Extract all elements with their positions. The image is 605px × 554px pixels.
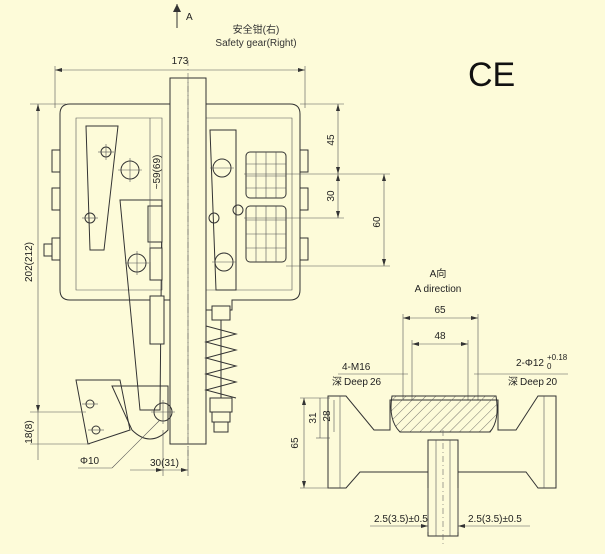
view-arrow-label: A	[186, 12, 193, 23]
thread-label: 4-M16	[342, 362, 371, 373]
a-view-body	[327, 395, 557, 546]
dim-18-label: 18(8)	[24, 420, 35, 443]
thread-depth-val: 26	[370, 377, 382, 388]
left-lever-arm	[75, 125, 169, 445]
title-cn: 安全钳(右)	[233, 23, 280, 36]
a-view-gap-dims: 2.5(3.5)±0.5 2.5(3.5)±0.5	[370, 488, 530, 532]
hole-depth-en: Deep	[520, 377, 544, 388]
a-view-title-cn: A向	[430, 267, 447, 280]
a-view-side-dims: 65 31 28	[290, 397, 335, 489]
a-view-top-dims: 65 48	[402, 305, 479, 400]
hole-tol-upper: +0.18	[547, 353, 568, 362]
a-view-hole-callout: 2-Φ12 +0.18 0 深 Deep 20	[474, 353, 568, 388]
dim-60-label: 60	[372, 216, 383, 228]
dim-30-label: 30	[326, 190, 337, 202]
view-arrow-a: A	[173, 4, 193, 28]
dim-18: 18(8)	[24, 412, 90, 460]
dim-30-31: 30(31)	[130, 430, 189, 476]
dim-overall-width: 173	[54, 56, 306, 108]
pivot-circles-left	[82, 144, 175, 435]
spring-assembly	[204, 305, 238, 433]
dim-202-label: 202(212)	[24, 242, 35, 282]
a-view-title-en: A direction	[415, 284, 462, 295]
a-dim-65-side-label: 65	[290, 437, 301, 449]
gap-left-label: 2.5(3.5)±0.5	[374, 514, 428, 525]
hole-depth-cn: 深	[508, 376, 518, 388]
right-wedge-block	[208, 129, 244, 291]
dim-202: 202(212)	[24, 103, 86, 413]
dim-30-31-label: 30(31)	[150, 458, 179, 469]
dim-173-label: 173	[172, 56, 189, 67]
ce-mark: CE	[468, 56, 515, 94]
dim-45-label: 45	[326, 134, 337, 146]
thread-depth-cn: 深	[332, 376, 342, 388]
a-dim-48-label: 48	[434, 331, 446, 342]
roller-stack-lower	[245, 205, 287, 263]
dim-59: ~59(69)	[149, 118, 163, 262]
a-dim-31-label: 31	[308, 412, 319, 424]
dim-right-stack: 45 30 60	[244, 103, 390, 267]
gap-right-label: 2.5(3.5)±0.5	[468, 514, 522, 525]
hole-depth-val: 20	[546, 377, 558, 388]
a-dim-65-label: 65	[434, 305, 446, 316]
hole-tol-lower: 0	[547, 362, 552, 371]
roller-stack-upper	[245, 151, 287, 199]
hole-label: 2-Φ12	[516, 358, 544, 369]
a-view-thread-callout: 4-M16 深 Deep 26	[332, 362, 408, 388]
title-en: Safety gear(Right)	[215, 38, 296, 49]
safety-gear-housing	[43, 103, 309, 311]
phi10-label: Φ10	[80, 456, 100, 467]
thread-depth-en: Deep	[344, 377, 368, 388]
guide-rail	[169, 60, 207, 460]
a-dim-28-label: 28	[322, 410, 333, 422]
dim-phi10: Φ10	[78, 419, 161, 469]
dim-59-label: ~59(69)	[152, 155, 163, 190]
